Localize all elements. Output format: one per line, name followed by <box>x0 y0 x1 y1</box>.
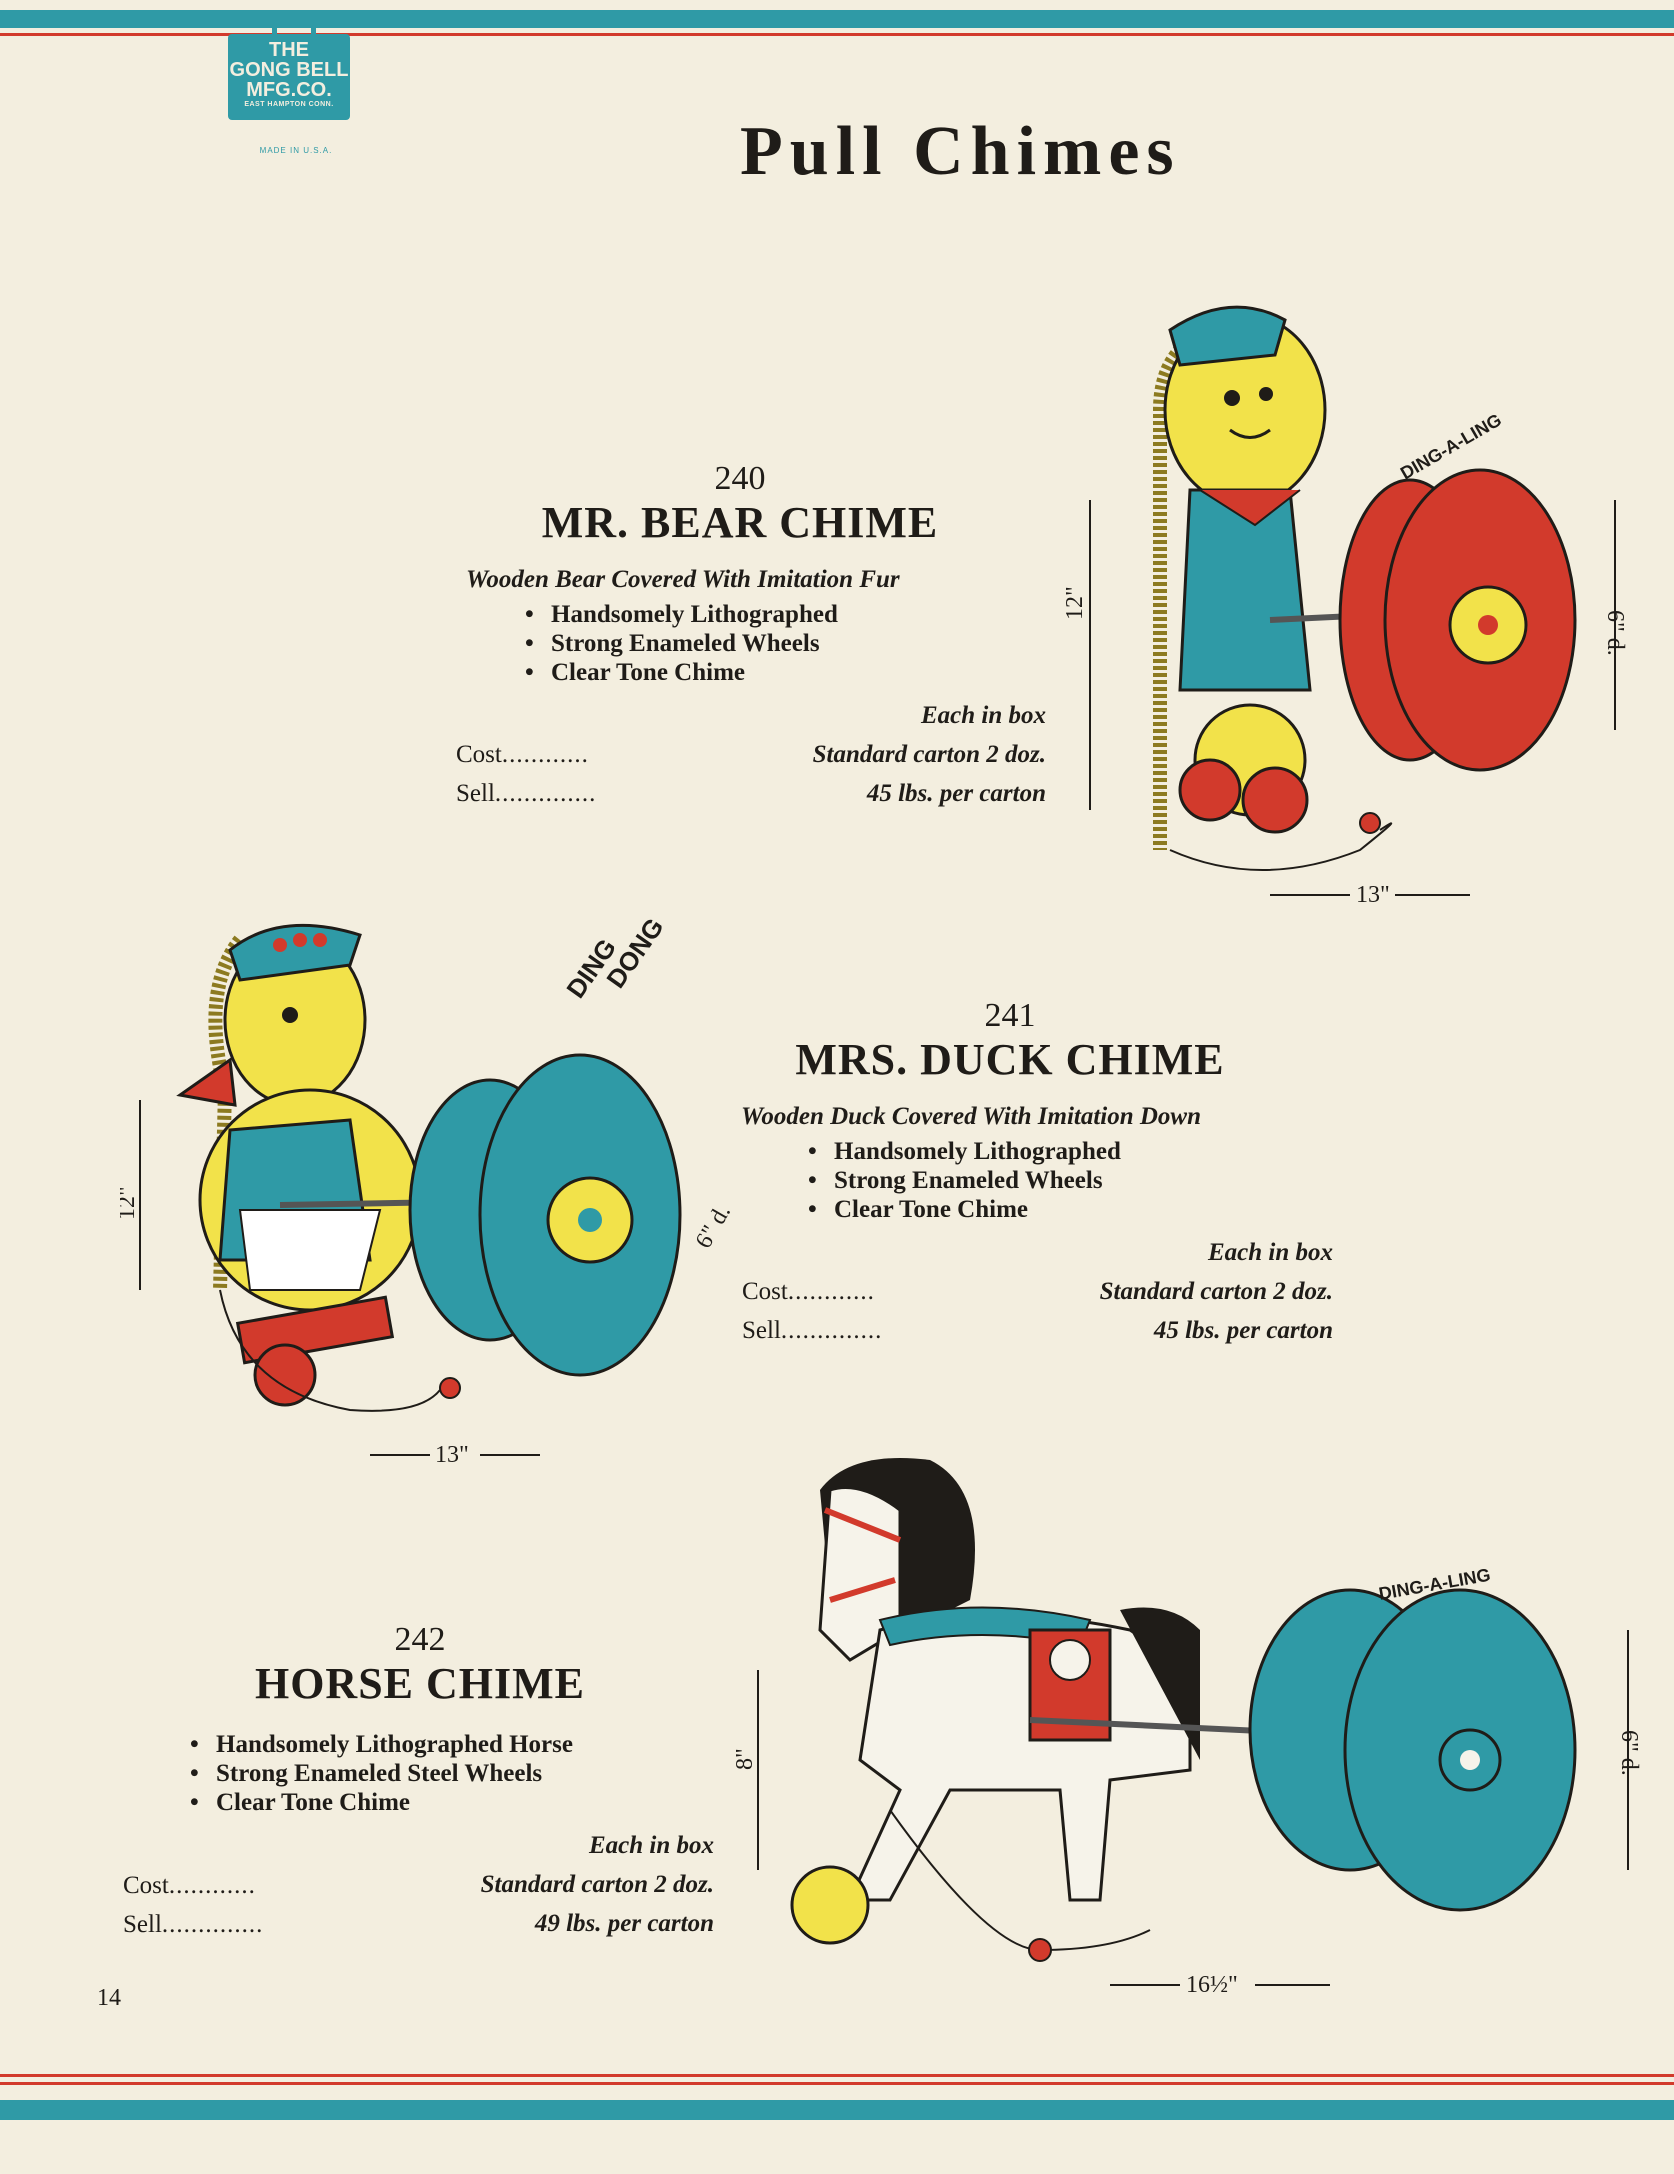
height-dimension: 12" <box>1062 586 1088 620</box>
sell-label: Sell <box>123 1911 162 1938</box>
product-name: HORSE CHIME <box>254 1659 586 1708</box>
sell-dots: .............. <box>780 1317 883 1344</box>
sell-dots: .............. <box>494 780 597 807</box>
product-name: MR. BEAR CHIME <box>541 498 939 547</box>
feature-item: Strong Enameled Wheels <box>525 629 838 658</box>
packing-info: Each in box Standard carton 2 doz. 45 lb… <box>700 696 1046 813</box>
product-number: 240 <box>714 460 766 497</box>
feature-item: Strong Enameled Wheels <box>808 1166 1121 1195</box>
page-title: Pull Chimes <box>740 113 1181 190</box>
packing-line: Standard carton 2 doz. <box>480 1871 714 1898</box>
packing-line: Each in box <box>920 702 1046 729</box>
sell-dots: .............. <box>161 1911 264 1938</box>
cost-label: Cost <box>123 1872 169 1899</box>
height-dimension: 12" <box>120 1186 140 1220</box>
product-240-heading: 240 MR. BEAR CHIME <box>500 460 980 548</box>
feature-item: Strong Enameled Steel Wheels <box>190 1759 573 1788</box>
product-242-heading: 242 HORSE CHIME <box>180 1621 660 1709</box>
horse-chime-illustration: 8" DING-A-LING 6" d. 16½" <box>732 1458 1642 1998</box>
feature-item: Handsomely Lithographed <box>808 1137 1121 1166</box>
logo-line-4: EAST HAMPTON CONN. <box>244 101 334 108</box>
mrs-duck-chime-illustration: 12" DING DONG 6" d. 13" <box>120 912 736 1468</box>
product-number: 242 <box>394 1621 446 1658</box>
bottom-border-red-2 <box>0 2082 1674 2085</box>
product-name: MRS. DUCK CHIME <box>795 1035 1225 1084</box>
logo-made-in: MADE IN U.S.A. <box>259 146 333 155</box>
product-features: Handsomely Lithographed Strong Enameled … <box>808 1137 1121 1224</box>
cost-dots: ............ <box>787 1278 875 1305</box>
product-subtitle: Wooden Bear Covered With Imitation Fur <box>466 566 900 593</box>
feature-item: Clear Tone Chime <box>525 658 838 687</box>
top-border-red <box>0 33 1674 36</box>
mr-bear-chime-illustration: 12" DING-A-LING 6" d. 13" <box>1062 305 1628 908</box>
width-dimension: 13" <box>435 1442 469 1468</box>
cost-label: Cost <box>742 1278 788 1305</box>
feature-item: Clear Tone Chime <box>808 1195 1121 1224</box>
packing-line: 45 lbs. per carton <box>1153 1317 1333 1344</box>
sell-label: Sell <box>742 1317 781 1344</box>
company-logo: THE GONG BELL MFG.CO. EAST HAMPTON CONN. <box>228 20 350 120</box>
packing-line: 49 lbs. per carton <box>534 1910 714 1937</box>
packing-info: Each in box Standard carton 2 doz. 49 lb… <box>360 1826 714 1943</box>
packing-line: Each in box <box>588 1832 714 1859</box>
feature-item: Handsomely Lithographed Horse <box>190 1730 573 1759</box>
top-border-teal <box>0 10 1674 28</box>
product-241-heading: 241 MRS. DUCK CHIME <box>770 997 1250 1085</box>
feature-item: Handsomely Lithographed <box>525 600 838 629</box>
logo-line-1: THE <box>269 39 309 61</box>
product-number: 241 <box>984 997 1036 1034</box>
packing-line: 45 lbs. per carton <box>866 780 1046 807</box>
bottom-border-red <box>0 2074 1674 2077</box>
wheel-dimension: 6" d. <box>1616 1730 1642 1776</box>
logo-line-2: GONG BELL <box>229 59 349 81</box>
logo-handle <box>272 20 316 41</box>
product-features: Handsomely Lithographed Strong Enameled … <box>525 600 838 687</box>
wheel-dimension: 6" d. <box>691 1200 736 1253</box>
packing-info: Each in box Standard carton 2 doz. 45 lb… <box>985 1233 1333 1350</box>
packing-line: Standard carton 2 doz. <box>1099 1278 1333 1305</box>
width-dimension: 16½" <box>1186 1972 1238 1998</box>
packing-line: Each in box <box>1207 1239 1333 1266</box>
logo-line-3: MFG.CO. <box>246 79 332 101</box>
page-number: 14 <box>97 1985 121 2011</box>
cost-sell: Cost............ Sell.............. <box>456 735 596 813</box>
width-dimension: 13" <box>1356 882 1390 908</box>
cost-sell: Cost............ Sell.............. <box>123 1866 263 1944</box>
cost-sell: Cost............ Sell.............. <box>742 1272 882 1350</box>
bottom-border-teal <box>0 2100 1674 2120</box>
feature-item: Clear Tone Chime <box>190 1788 573 1817</box>
cost-dots: ............ <box>501 741 589 768</box>
sell-label: Sell <box>456 780 495 807</box>
product-features: Handsomely Lithographed Horse Strong Ena… <box>190 1730 573 1817</box>
wheel-dimension: 6" d. <box>1602 610 1628 656</box>
product-subtitle: Wooden Duck Covered With Imitation Down <box>741 1103 1202 1130</box>
cost-dots: ............ <box>168 1872 256 1899</box>
height-dimension: 8" <box>732 1748 758 1770</box>
packing-line: Standard carton 2 doz. <box>812 741 1046 768</box>
cost-label: Cost <box>456 741 502 768</box>
